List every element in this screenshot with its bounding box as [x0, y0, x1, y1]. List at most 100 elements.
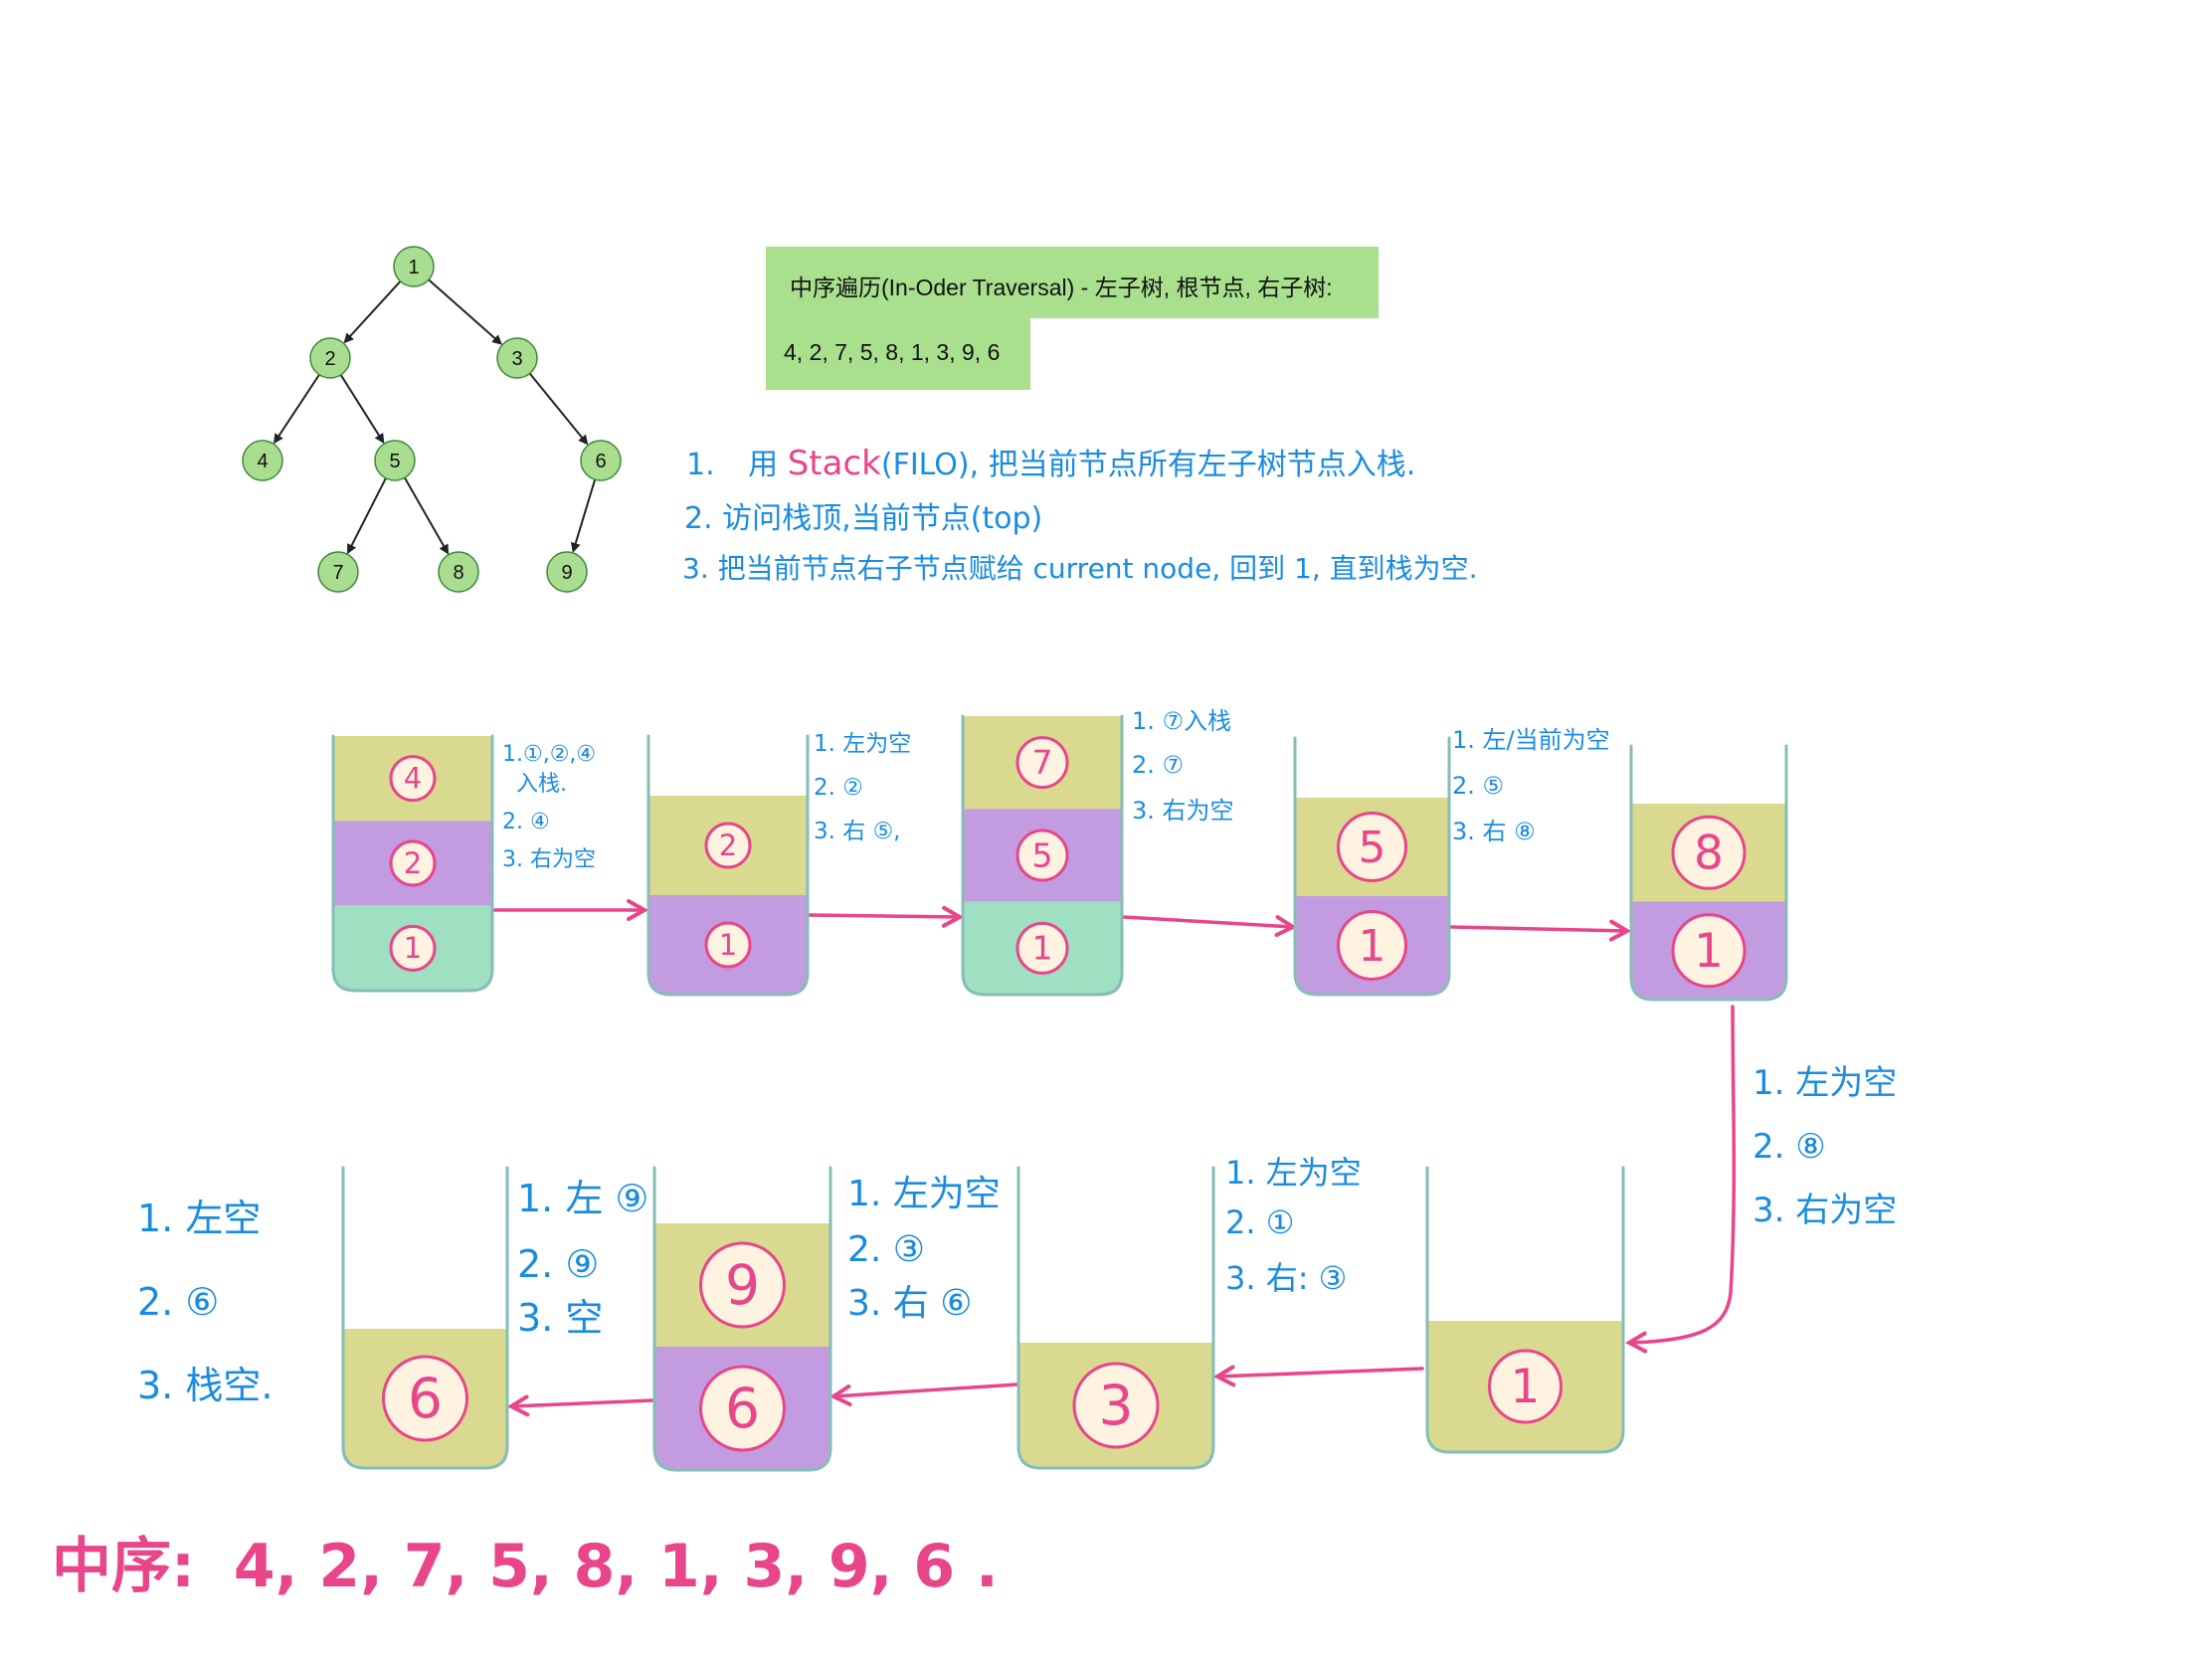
annotation-line: 3. 右: ③	[1225, 1259, 1347, 1297]
flow-arrow-7	[833, 1382, 1018, 1396]
tree-node-label: 3	[511, 348, 522, 370]
tree-node-6: 6	[580, 440, 622, 481]
tree-node-label: 7	[332, 562, 343, 584]
stack-item-circle	[389, 839, 437, 887]
stack-item-circle	[699, 1241, 786, 1329]
step-1-number: 1.	[686, 448, 715, 482]
stack-item-circle	[1015, 736, 1069, 790]
stack-item-label: 7	[1032, 743, 1053, 782]
stack-item-circle	[699, 1365, 786, 1452]
tree-node-4: 4	[242, 440, 283, 481]
annotation-line: 3. 栈空.	[137, 1364, 273, 1407]
stack-item-circle	[1488, 1349, 1563, 1424]
stack-outline	[961, 714, 1124, 997]
annotation-line: 3. 右 ⑧	[1452, 818, 1536, 845]
stack-state-9: 6	[341, 1166, 509, 1470]
stack-outline	[1016, 1166, 1215, 1470]
note-sequence: 4, 2, 7, 5, 8, 1, 3, 9, 6	[784, 339, 1001, 365]
tree-node-circle	[496, 337, 538, 379]
flow-arrow-8	[511, 1400, 654, 1406]
annotation-a9: 1. 左空2. ⑥3. 栈空.	[137, 1197, 273, 1407]
stack-outline	[652, 1166, 832, 1472]
stack-state-2: 21	[646, 734, 810, 997]
tree-node-circle	[309, 337, 351, 379]
step-3: 3. 把当前节点右子节点赋给 current node, 回到 1, 直到栈为空…	[682, 552, 1478, 585]
tree-edge-6-9	[570, 478, 597, 553]
tree-node-label: 5	[389, 451, 400, 472]
annotation-line: 1. 左为空	[814, 731, 911, 757]
stack-outline	[1293, 736, 1451, 997]
annotation-line: 1.①,②,④	[502, 742, 596, 767]
tree-node-circle	[438, 551, 479, 593]
note-title-box	[766, 247, 1379, 318]
tree-node-label: 2	[324, 348, 335, 370]
note-sequence-box	[766, 316, 1030, 390]
result-values: 4, 2, 7, 5, 8, 1, 3, 9, 6 .	[233, 1532, 999, 1601]
annotation-line: 2. ⑨	[517, 1242, 599, 1286]
stack-item-circle	[382, 1355, 468, 1442]
stack-item-circle	[1072, 1362, 1160, 1449]
result-prefix: 中序:	[52, 1532, 195, 1601]
annotation-line: 1. 左为空	[847, 1174, 1001, 1214]
tree-node-label: 1	[408, 257, 419, 278]
tree-edge-5-7	[347, 477, 387, 555]
stack-item-label: 3	[1099, 1374, 1134, 1437]
step-1: 1. 用 Stack(FILO), 把当前节点所有左子树节点入栈.	[686, 440, 1415, 483]
tree-node-circle	[393, 246, 435, 287]
flow-arrow-6	[1217, 1369, 1424, 1377]
flow-arrow-2	[808, 915, 960, 917]
annotation-line: 3. 右为空	[1752, 1191, 1897, 1230]
annotation-line: 入栈.	[516, 772, 567, 797]
tree-node-circle	[374, 440, 416, 481]
stack-item-label: 6	[408, 1367, 443, 1430]
tree-edge-3-6	[528, 372, 589, 446]
annotation-line: 3. 右为空	[502, 847, 596, 872]
tree-node-3: 3	[496, 337, 538, 379]
annotation-a8: 1. 左 ⑨2. ⑨3. 空	[517, 1177, 648, 1340]
stack-item-label: 8	[1694, 826, 1724, 880]
annotation-line: 1. 左为空	[1225, 1154, 1362, 1192]
annotation-line: 1. 左为空	[1752, 1063, 1897, 1103]
tree-node-9: 9	[546, 551, 588, 593]
tree-node-7: 7	[317, 551, 359, 593]
tree-edge-1-2	[343, 280, 402, 344]
stack-item-label: 1	[1359, 921, 1386, 972]
annotation-line: 2. ⑥	[137, 1280, 219, 1324]
annotation-line: 3. 空	[517, 1296, 603, 1340]
tree-node-5: 5	[374, 440, 416, 481]
annotation-line: 1. 左/当前为空	[1452, 726, 1610, 754]
annotation-line: 3. 右为空	[1132, 797, 1234, 825]
stack-item-label: 4	[404, 762, 422, 796]
annotation-line: 3. 右 ⑤,	[814, 819, 901, 844]
stack-item-label: 6	[725, 1377, 760, 1440]
stack-outline	[1425, 1166, 1625, 1454]
stack-state-6: 1	[1425, 1166, 1625, 1454]
stack-item-label: 2	[719, 829, 737, 862]
stack-item-circle	[1671, 815, 1747, 890]
tree-edge-2-5	[339, 374, 385, 445]
stack-item-label: 1	[719, 928, 737, 962]
stack-item-label: 5	[1032, 835, 1053, 874]
stack-item-circle	[389, 924, 437, 972]
tree-node-label: 9	[561, 562, 572, 584]
annotation-line: 2. ①	[1225, 1203, 1294, 1241]
tree-node-label: 4	[257, 451, 268, 472]
stack-item-circle	[389, 755, 437, 803]
stack-item-label: 1	[1694, 924, 1724, 979]
flow-arrow-4	[1449, 927, 1627, 931]
stack-item-circle	[1337, 910, 1407, 981]
tree-node-2: 2	[309, 337, 351, 379]
annotation-line: 2. ③	[847, 1229, 925, 1270]
stack-state-5: 81	[1629, 744, 1788, 1002]
stack-state-4: 51	[1293, 736, 1451, 997]
annotation-a1: 1.①,②,④入栈.2. ④3. 右为空	[502, 742, 596, 872]
stack-item-circle	[1671, 913, 1747, 989]
tree-node-circle	[242, 440, 283, 481]
stack-item-label: 1	[1511, 1360, 1541, 1414]
